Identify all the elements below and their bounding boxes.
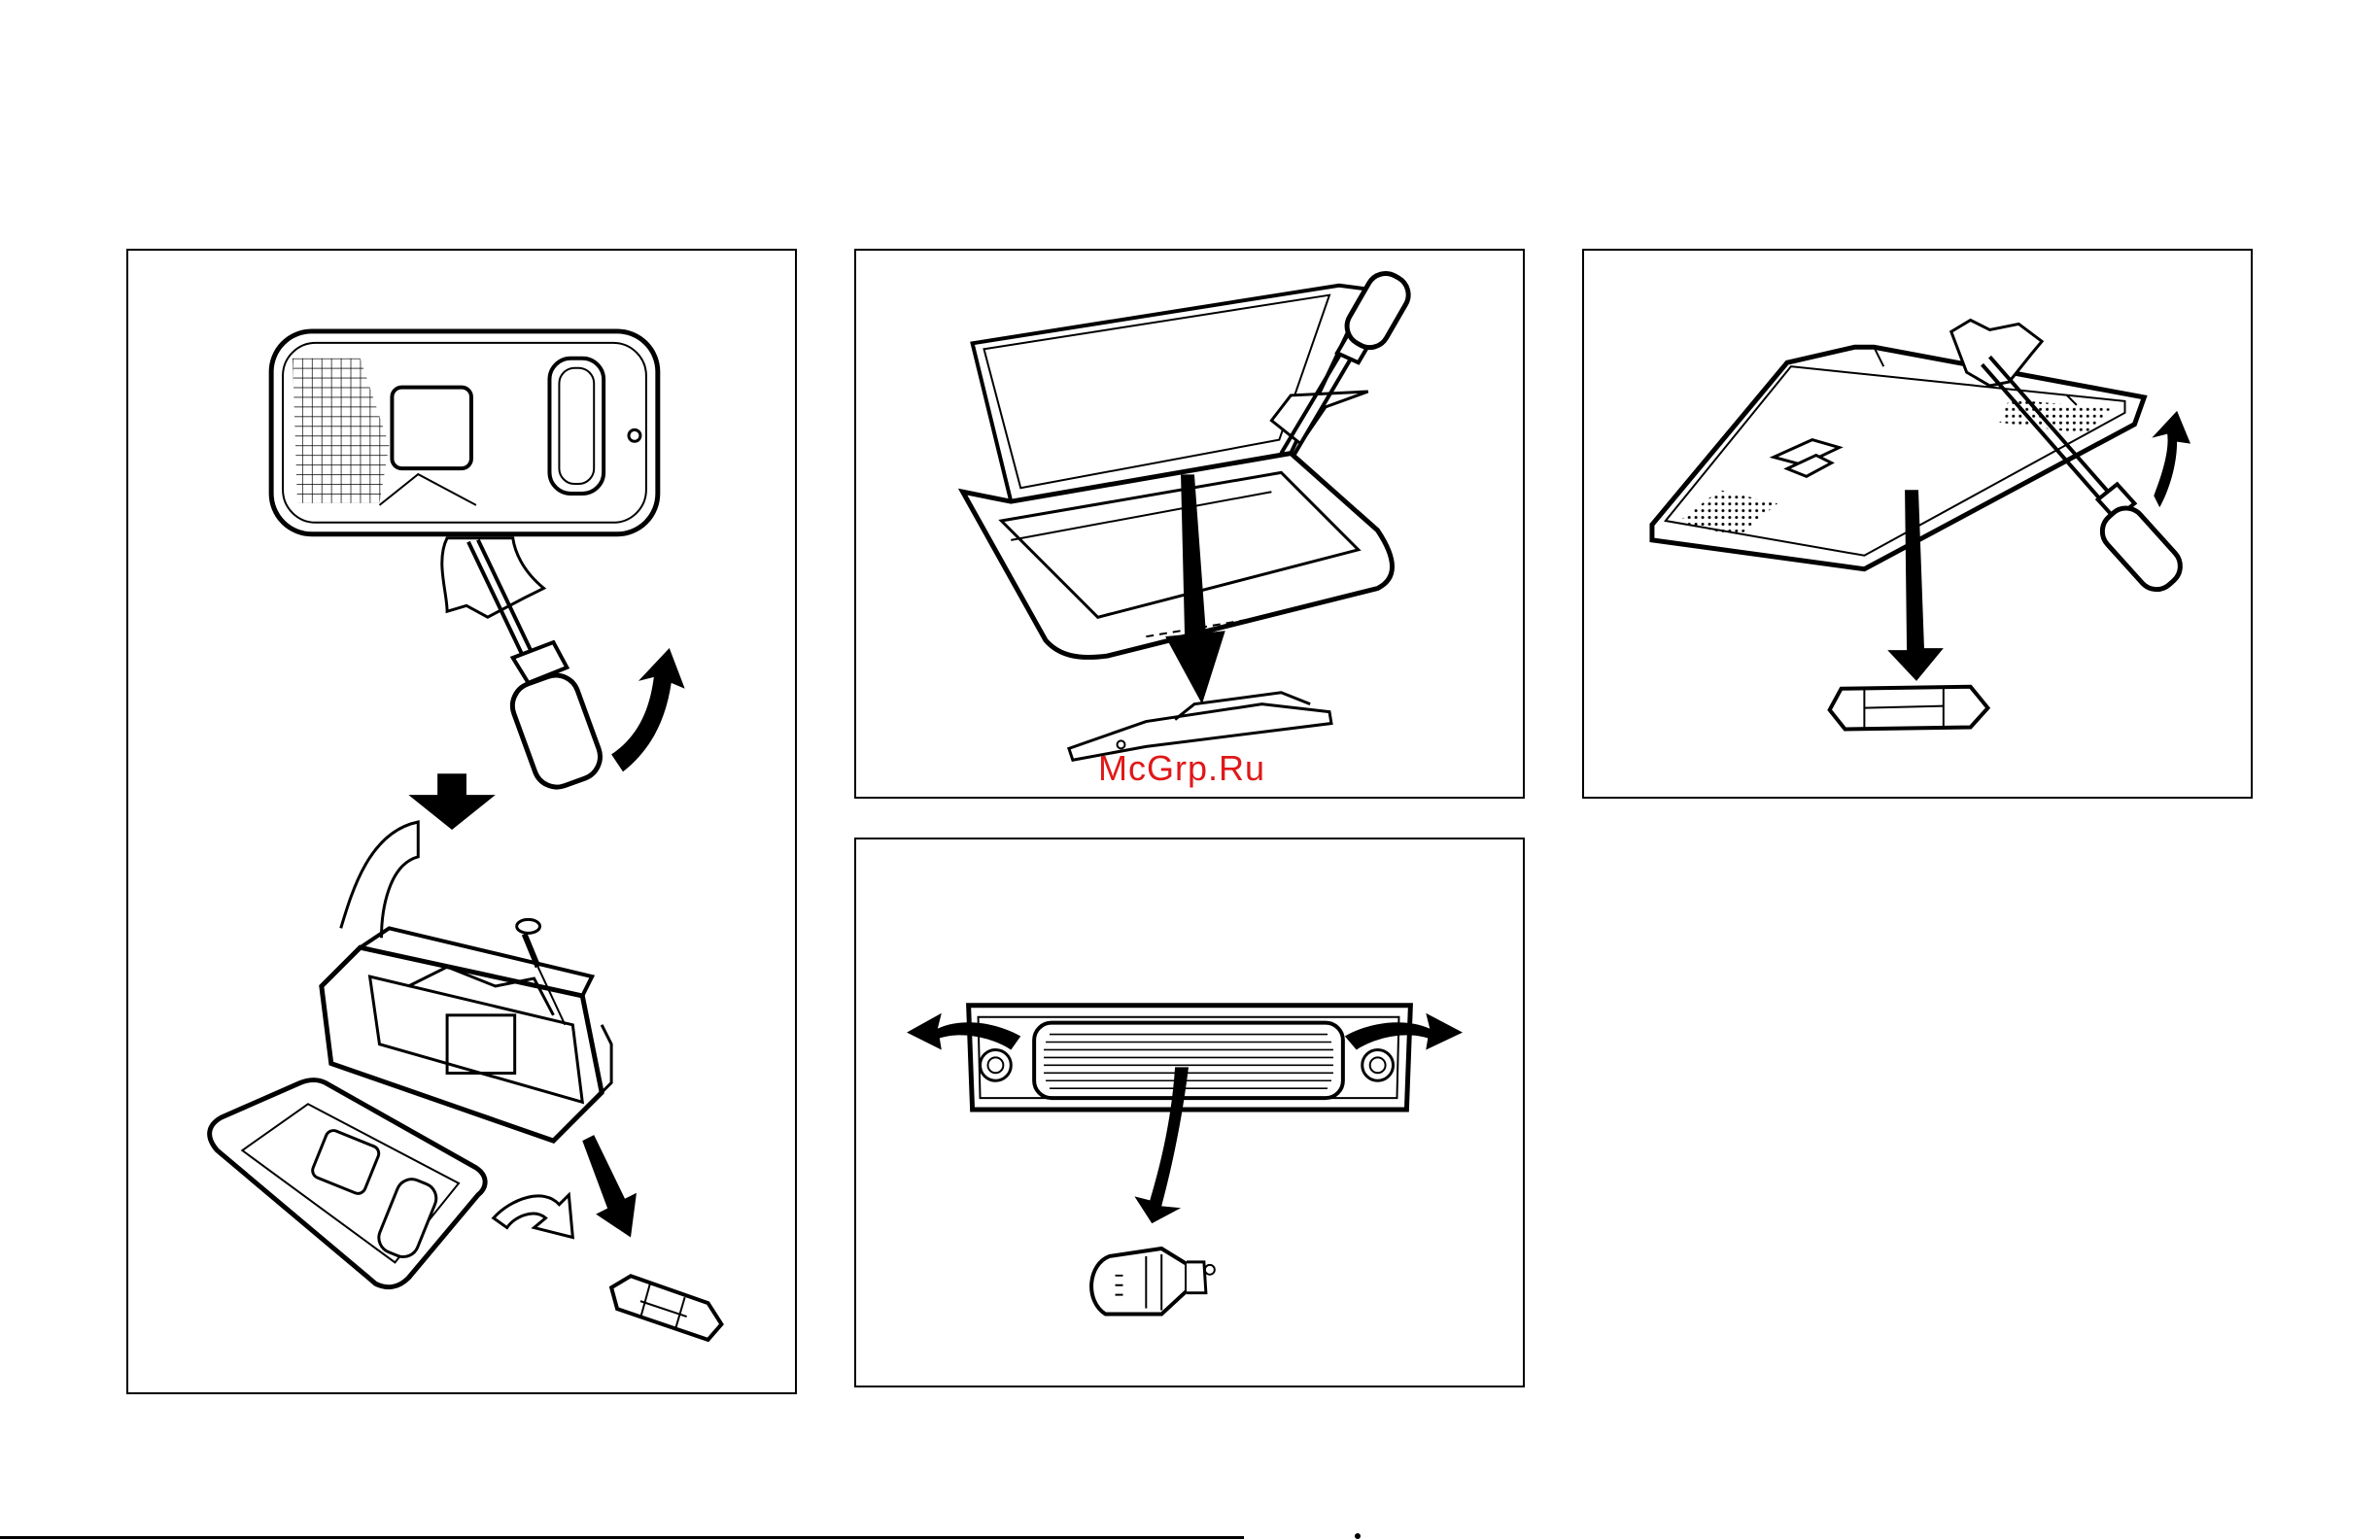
- wedge-bulb-icon: [1091, 1249, 1215, 1315]
- lamp-frame-icon: [963, 286, 1393, 658]
- illustration-p3: [1584, 251, 2251, 797]
- festoon-bulb-icon: [1830, 687, 1988, 730]
- watermark-text: McGrp.Ru: [1098, 748, 1265, 789]
- figure-cover-lift: [854, 249, 1525, 799]
- festoon-bulb-icon: [611, 1276, 721, 1340]
- curved-arrow-icon: [494, 1195, 573, 1238]
- down-arrow-icon: [408, 773, 495, 830]
- figure-license-lamp-removal: [854, 838, 1525, 1387]
- footer-dot: [1355, 1533, 1361, 1539]
- curved-arrow-icon: [611, 648, 685, 771]
- lamp-lens-icon: [271, 331, 658, 534]
- curved-arrow-icon: [2152, 411, 2190, 507]
- lamp-housing-icon: [322, 822, 611, 1141]
- license-lamp-icon: [969, 1006, 1411, 1110]
- footer-rule: [0, 1536, 1244, 1539]
- down-arrow-icon: [582, 1135, 637, 1237]
- lamp-lens-icon: [1652, 347, 2144, 568]
- screwdriver-icon: [442, 538, 606, 794]
- lens-cover-icon: [210, 1079, 485, 1286]
- illustration-p4: [856, 839, 1523, 1386]
- illustration-p2: [856, 251, 1523, 797]
- figure-interior-lamp-removal: [126, 249, 797, 1394]
- figure-map-lamp-removal: [1582, 249, 2253, 799]
- illustration-p1: [128, 251, 795, 1392]
